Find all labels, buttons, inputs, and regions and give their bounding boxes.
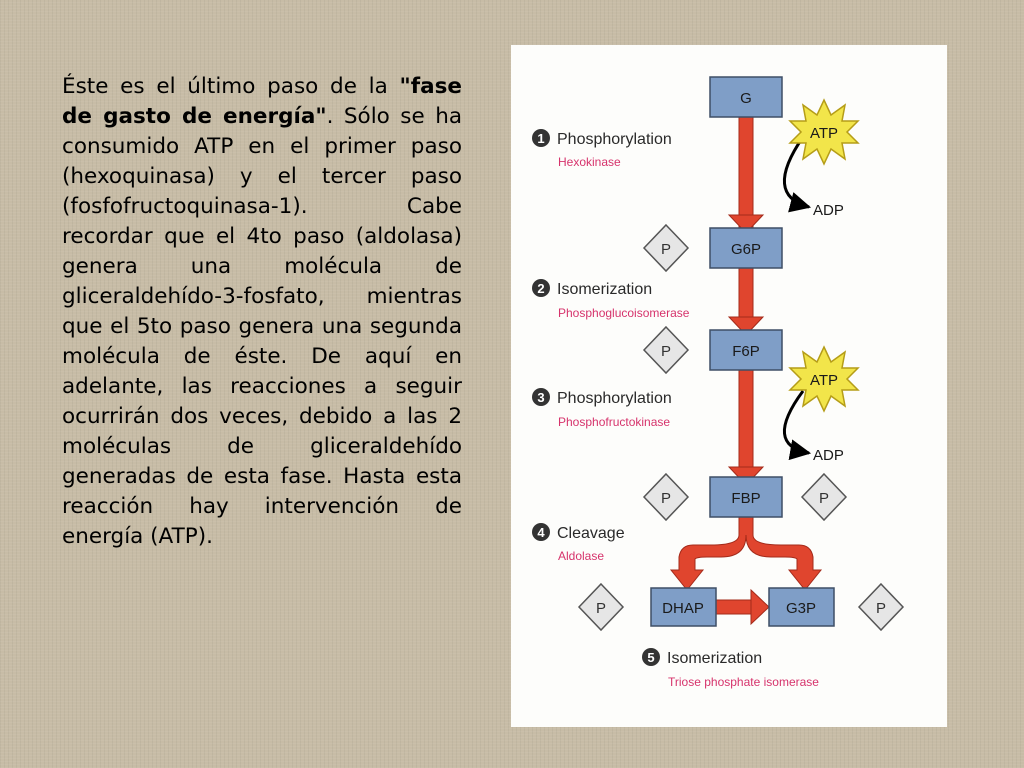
svg-text:P: P [661, 490, 671, 507]
molecule-fbp: FBP [709, 476, 783, 518]
molecule-g3p: G3P [768, 587, 835, 627]
arrow-g6p-to-f6p [727, 267, 765, 336]
phosphate-g3p: P [857, 582, 905, 632]
svg-text:FBP: FBP [731, 490, 760, 507]
adp-label-1: ADP [813, 202, 844, 219]
atp-label-2: ATP [810, 372, 838, 389]
arrow-g-to-g6p [727, 116, 765, 238]
step-1-enzyme: Hexokinase [558, 155, 621, 169]
slide-paragraph: Éste es el último paso de la "fase de ga… [62, 72, 462, 552]
atp-adp-curve-1 [782, 136, 812, 213]
svg-text:G3P: G3P [786, 600, 816, 617]
phosphate-f6p: P [642, 325, 690, 375]
molecule-f6p: F6P [709, 329, 783, 371]
step-2: 2 Isomerization Phosphoglucoisomerase [532, 279, 690, 320]
phosphate-fbp-right: P [800, 472, 848, 522]
arrow-f6p-to-fbp [727, 367, 765, 486]
phosphate-dhap: P [577, 582, 625, 632]
step-2-enzyme: Phosphoglucoisomerase [558, 306, 690, 320]
step-5-enzyme: Triose phosphate isomerase [668, 675, 819, 689]
step-4-number: 4 [537, 525, 545, 540]
phosphate-g6p: P [642, 223, 690, 273]
step-1-name: Phosphorylation [557, 131, 672, 148]
step-5-number: 5 [647, 650, 654, 665]
molecule-g: G [709, 76, 783, 118]
step-4-name: Cleavage [557, 525, 625, 542]
svg-text:P: P [876, 600, 886, 617]
paragraph-body: . Sólo se ha consumido ATP en el primer … [62, 104, 462, 549]
svg-text:P: P [819, 490, 829, 507]
atp-label-1: ATP [810, 125, 838, 142]
svg-text:G6P: G6P [731, 241, 761, 258]
step-5-name: Isomerization [667, 650, 762, 667]
step-3-name: Phosphorylation [557, 390, 672, 407]
svg-text:DHAP: DHAP [662, 600, 704, 617]
step-5: 5 Isomerization Triose phosphate isomera… [642, 648, 819, 689]
svg-text:G: G [740, 90, 752, 107]
atp-burst-2: ATP [788, 345, 860, 413]
step-2-number: 2 [537, 281, 544, 296]
step-4: 4 Cleavage Aldolase [532, 523, 625, 563]
phosphate-fbp-left: P [642, 472, 690, 522]
step-3-enzyme: Phosphofructokinase [558, 415, 670, 429]
arrow-fbp-split [669, 516, 823, 591]
paragraph-intro: Éste es el último paso de la [62, 74, 400, 99]
svg-text:P: P [661, 241, 671, 258]
arrow-dhap-to-g3p [713, 588, 770, 626]
step-1: 1 Phosphorylation Hexokinase [532, 129, 672, 169]
step-2-name: Isomerization [557, 281, 652, 298]
molecule-dhap: DHAP [650, 587, 717, 627]
step-3: 3 Phosphorylation Phosphofructokinase [532, 388, 672, 429]
atp-burst-1: ATP [788, 98, 860, 166]
svg-text:F6P: F6P [732, 343, 760, 360]
adp-label-2: ADP [813, 447, 844, 464]
svg-text:P: P [596, 600, 606, 617]
atp-adp-curve-2 [783, 390, 812, 461]
molecule-g6p: G6P [709, 227, 783, 269]
step-1-number: 1 [537, 131, 544, 146]
svg-text:P: P [661, 343, 671, 360]
glycolysis-diagram: ATP ATP ADP ADP G G6P F6P FBP DHAP G3P P… [511, 45, 947, 727]
step-3-number: 3 [537, 390, 544, 405]
step-4-enzyme: Aldolase [558, 549, 604, 563]
paragraph-highlight: "fase de gasto de energía" [62, 74, 462, 129]
